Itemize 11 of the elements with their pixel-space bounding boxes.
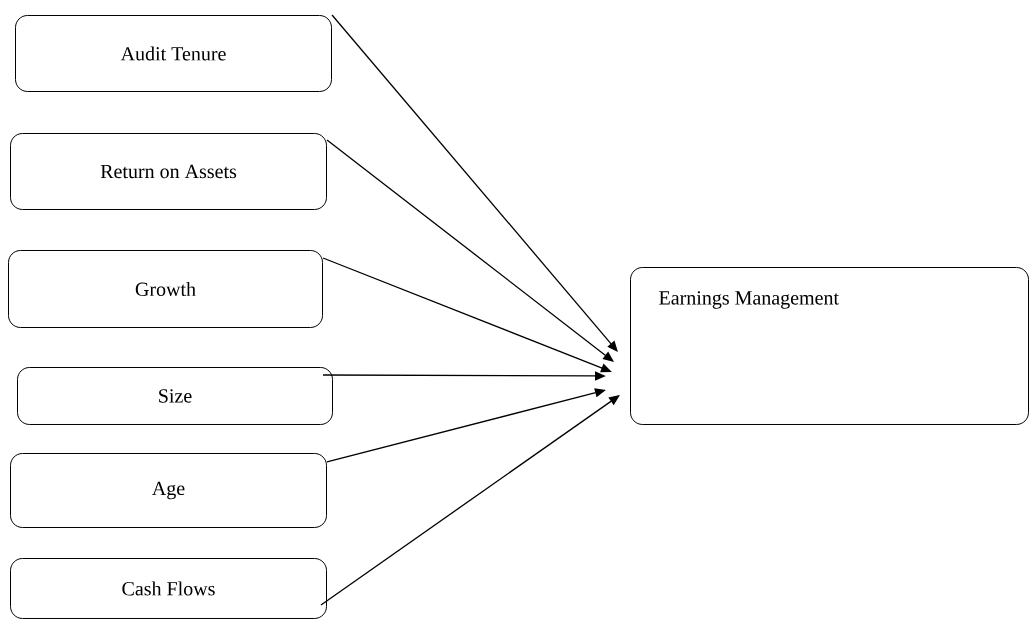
box: Size [17, 367, 333, 425]
arrow [320, 395, 620, 606]
box: Growth [8, 250, 323, 328]
arrow [331, 14, 618, 352]
box: Age [10, 453, 327, 528]
arrow [322, 257, 612, 373]
box: Cash Flows [10, 558, 327, 619]
box: Earnings Management [630, 267, 1029, 425]
box: Return on Assets [10, 133, 327, 210]
arrow [326, 139, 614, 362]
box: Audit Tenure [15, 15, 332, 92]
